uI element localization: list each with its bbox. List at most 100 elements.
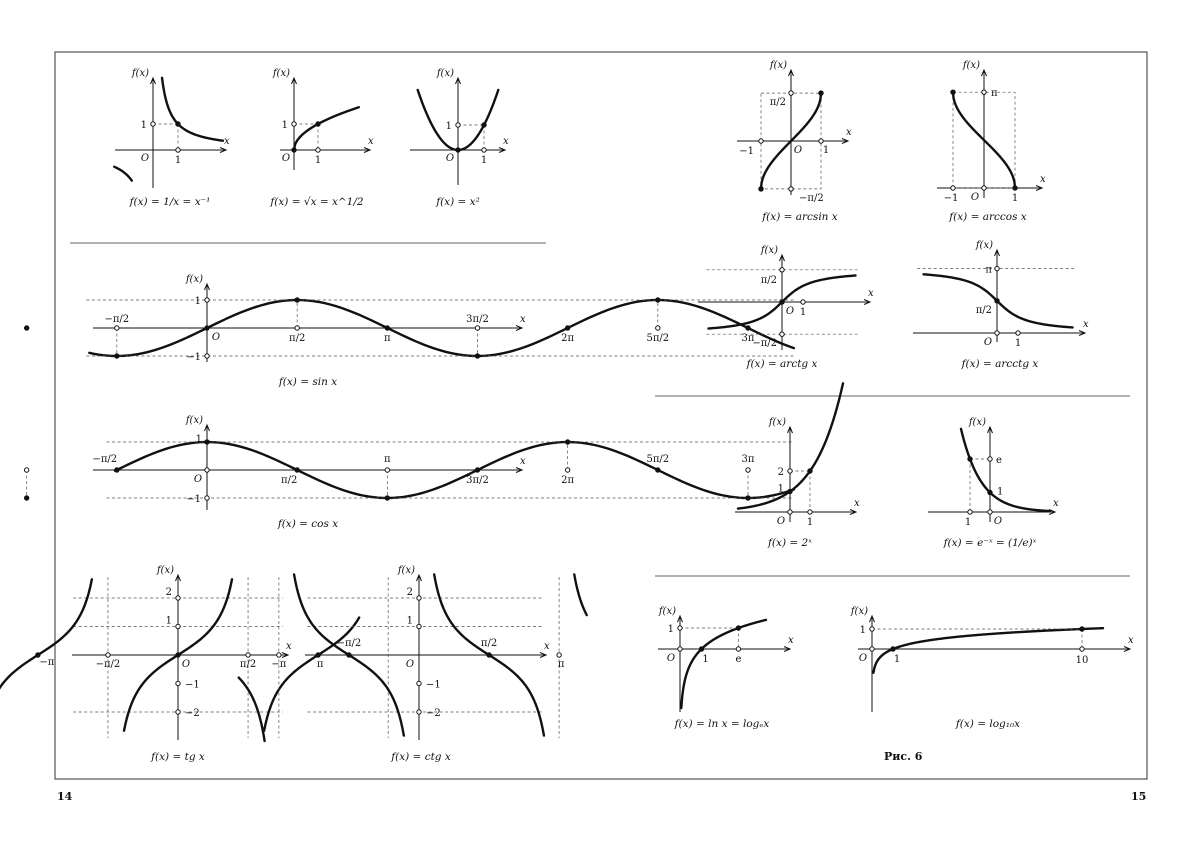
exp2-x-axis-label: x <box>854 498 860 509</box>
ctg-tick-label: 2 <box>407 587 413 598</box>
exp2-tick-label: 1 <box>778 484 784 495</box>
exp2-point-0-1 <box>787 488 793 495</box>
reciprocal-point-1-1 <box>175 121 181 127</box>
exp_neg-origin-label: O <box>994 516 1002 527</box>
cos-curve <box>113 440 796 500</box>
tg-y-arrow <box>175 573 181 582</box>
ln-point-e-1 <box>735 625 742 631</box>
ctg-tick-point <box>416 680 422 687</box>
reciprocal-y-axis-label: f(x) <box>131 68 149 79</box>
arcsin-x-arrow <box>841 138 850 144</box>
ctg-zero-point <box>486 652 492 658</box>
cos-tick-label: π/2 <box>281 475 297 486</box>
arcctg-caption: f(x) = arcctg x <box>961 358 1039 370</box>
sin-tick-label: 5π/2 <box>646 333 669 344</box>
arcsin-tick-point <box>788 186 794 192</box>
exp_neg-tick-label: e <box>996 455 1002 466</box>
arcsin-tick-label: 1 <box>823 145 829 156</box>
arccos-end-point <box>1012 185 1018 191</box>
square-x-axis-label: x <box>503 136 509 147</box>
ctg-tick-point <box>416 709 422 715</box>
reciprocal-x-axis-label: x <box>224 136 230 147</box>
sin-extremum-point <box>294 297 300 303</box>
tg-tick-label: −1 <box>185 680 200 691</box>
arccos-curve <box>951 90 1017 190</box>
arctg-tick-point <box>800 299 806 305</box>
sin-tick-point <box>204 297 210 303</box>
sin-zero-point <box>564 325 571 331</box>
tg-tick-label: −2 <box>185 708 200 719</box>
cos-tick-point <box>384 467 391 473</box>
exp_neg-tick-point <box>967 509 973 515</box>
arccos-tick-point <box>950 185 956 191</box>
arccos-end-point <box>950 89 956 95</box>
sin-x-axis-label: x <box>520 314 526 325</box>
page-number-right: 15 <box>1131 790 1147 803</box>
reciprocal-x-arrow <box>219 147 228 153</box>
cos-y-arrow <box>204 423 210 432</box>
arcctg-y-axis-label: f(x) <box>975 240 993 251</box>
ctg-x-axis-label: x <box>544 641 550 652</box>
tg-tick-point <box>245 652 251 658</box>
ln-origin-label: O <box>667 653 675 664</box>
cos-tick-label: 3π <box>742 454 755 465</box>
ctg-tick-label: 1 <box>407 616 413 627</box>
exp_neg-x-axis-label: x <box>1053 498 1059 509</box>
arcsin-y-arrow <box>788 68 794 77</box>
cos-extremum-point <box>23 495 30 501</box>
reciprocal-caption: f(x) = 1/x = x⁻¹ <box>129 196 211 208</box>
cos-tick-label: 2π <box>561 475 574 486</box>
arccos-y-arrow <box>981 68 987 77</box>
ctg-origin-label: O <box>406 659 414 670</box>
sin-tick-point <box>294 325 300 331</box>
cos-zero-point <box>655 467 661 473</box>
arctg-y-arrow <box>779 253 785 262</box>
arctg-caption: f(x) = arctg x <box>746 358 818 370</box>
sin-tick-point <box>655 325 661 331</box>
sin-tick-label: 1 <box>195 296 201 307</box>
sin-extremum-point <box>655 297 661 303</box>
sin-tick-label: π/2 <box>289 333 305 344</box>
reciprocal-tick-label: 1 <box>175 155 181 166</box>
log10-tick-point <box>1079 646 1085 652</box>
sqrt-point <box>291 121 297 127</box>
ln-tick-point <box>677 646 683 652</box>
tg-tick-label: π <box>317 659 324 670</box>
cos-x-axis-label: x <box>520 456 526 467</box>
arctg-tick-point <box>779 267 785 273</box>
arcctg-tick-label: π/2 <box>976 305 992 316</box>
sin-tick-label: 2π <box>561 333 574 344</box>
exp2-tick-label: 2 <box>778 467 784 478</box>
sqrt-point <box>315 147 321 153</box>
figure-caption: Рис. 6 <box>884 750 923 763</box>
sqrt-tick-label: 1 <box>315 155 321 166</box>
ctg-tick-point <box>276 652 282 658</box>
sqrt-y-arrow <box>291 76 297 85</box>
log10-point-1-0 <box>890 646 896 652</box>
log10-tick-label: 10 <box>1076 655 1089 666</box>
arcsin-end-point <box>818 90 824 96</box>
tg-origin-label: O <box>182 659 190 670</box>
ctg-tick-point <box>416 623 422 630</box>
arccos-caption: f(x) = arccos x <box>948 211 1027 223</box>
sin-x-arrow <box>515 325 524 331</box>
tg-caption: f(x) = tg x <box>150 751 205 763</box>
exp2-x-arrow <box>849 509 858 515</box>
sqrt-origin-point <box>291 147 297 153</box>
ln-curve <box>680 618 768 710</box>
cos-extremum-point <box>564 439 571 445</box>
arcsin-tick-point <box>818 138 824 144</box>
arcctg-x-arrow <box>1078 330 1087 336</box>
sin-tick-point <box>204 353 210 359</box>
tg-y-axis-label: f(x) <box>156 565 174 576</box>
exp2-tick-point <box>787 468 793 474</box>
log10-y-arrow <box>869 614 875 623</box>
square-tick-label: 1 <box>481 155 487 166</box>
arcsin-caption: f(x) = arcsin x <box>761 211 837 223</box>
exp2-tick-point <box>787 509 793 515</box>
arcsin-tick-label: −π/2 <box>799 193 824 204</box>
tg-tick-point <box>175 595 181 601</box>
square-y-axis-label: f(x) <box>436 68 454 79</box>
